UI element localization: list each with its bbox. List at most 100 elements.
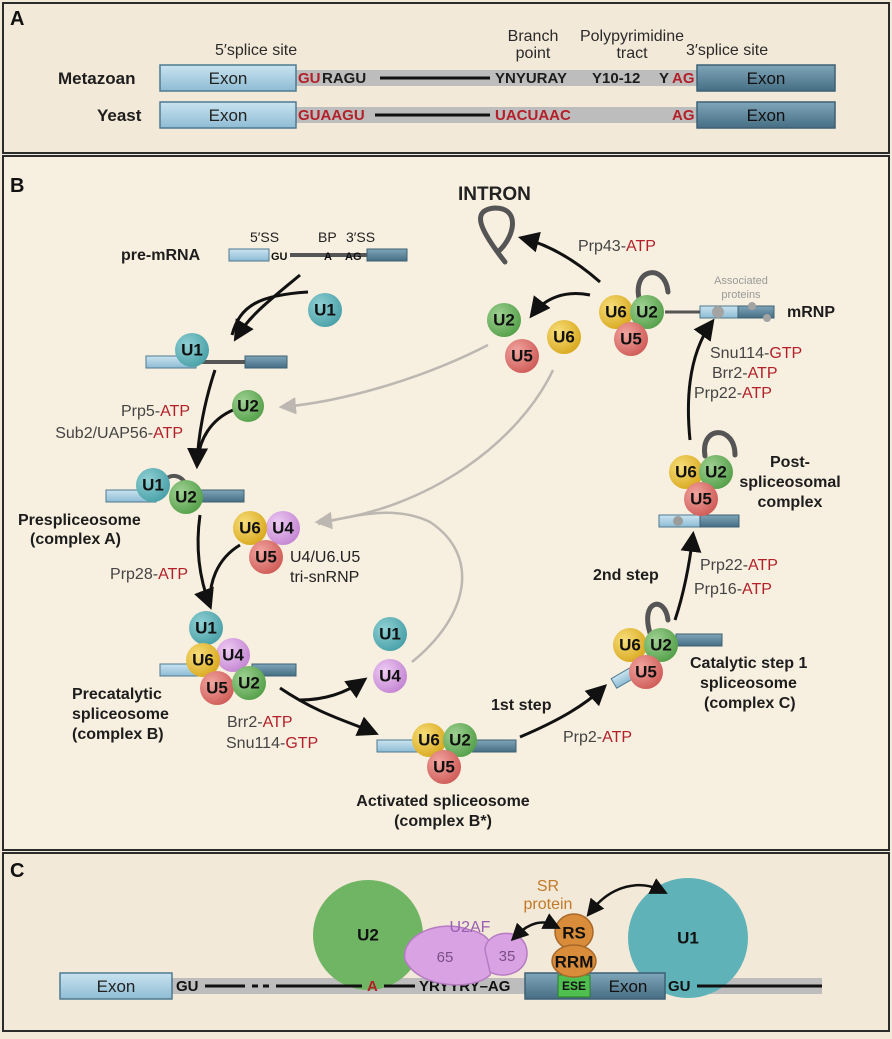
u1-snrnp <box>189 611 223 645</box>
panel-b-letter: B <box>10 175 24 197</box>
prp22-cofactor: ATP <box>742 385 772 402</box>
u2af: 65 35 <box>403 925 528 986</box>
u1-large-label: U1 <box>677 929 699 948</box>
gu-right-seq: GU <box>668 978 691 995</box>
exon-right-label: Exon <box>609 977 648 996</box>
brr2-name: Brr2- <box>227 714 263 731</box>
post-complex-title-2: spliceosomal <box>739 474 840 491</box>
branch-point-header-1: Branch <box>508 28 559 45</box>
first-step-label: 1st step <box>491 697 552 714</box>
u2-label: U2 <box>238 674 260 693</box>
cycle-arrow <box>299 677 368 702</box>
yeast-row: Yeast Exon Exon GUAAGU UACUAAC AG <box>97 101 836 129</box>
u5-snrnp <box>629 655 663 689</box>
u2af35-subunit <box>484 932 528 976</box>
rrm-domain <box>551 944 597 978</box>
second-step-label: 2nd step <box>593 567 659 584</box>
bp-seq: YNYURAY <box>495 70 567 87</box>
rrm-label: RRM <box>555 953 594 972</box>
associated-protein <box>763 314 771 322</box>
brr2-cofactor: ATP <box>263 714 293 731</box>
complex-b-title-2: spliceosome <box>72 706 169 723</box>
cycle-arrow <box>194 514 214 610</box>
u6-label: U6 <box>675 463 697 482</box>
ragu-seq: RAGU <box>322 70 366 87</box>
metazoan-row: Metazoan Exon Exon GU RAGU YNYURAY Y10-1… <box>58 64 836 92</box>
prp22-label: Prp22-ATP <box>700 557 778 574</box>
gu-seq: GU <box>298 70 321 87</box>
three-splice-site-header: 3′splice site <box>686 42 768 59</box>
interaction-arrow <box>510 913 561 942</box>
recycle-arrow <box>317 511 464 663</box>
branch-point-header-2: point <box>516 45 551 62</box>
prp5-cofactor: ATP <box>160 403 190 420</box>
mrnp <box>699 302 775 322</box>
metazoan-label: Metazoan <box>58 69 135 88</box>
u2-label: U2 <box>636 303 658 322</box>
u4-snrnp <box>373 659 407 693</box>
post-complex-title-3: complex <box>758 494 823 511</box>
snu114-cofactor: GTP <box>285 735 318 752</box>
polypyrimidine-header-1: Polypyrimidine <box>580 28 684 45</box>
u2-label: U2 <box>493 311 515 330</box>
u1-snrnp <box>373 617 407 651</box>
rs-label: RS <box>562 924 586 943</box>
u2-label: U2 <box>449 731 471 750</box>
prp16-cofactor: ATP <box>742 581 772 598</box>
u5-label: U5 <box>433 758 455 777</box>
y-seq: Y <box>659 70 669 87</box>
complex-b-star: U6 U2 U5 <box>376 723 517 784</box>
exon-5-box <box>159 64 297 92</box>
u5-snrnp <box>427 750 461 784</box>
u5-snrnp <box>684 482 718 516</box>
prp22-cofactor: ATP <box>748 557 778 574</box>
sr-protein-label-2: protein <box>524 896 573 913</box>
exon-5-box <box>228 248 270 262</box>
u4-label: U4 <box>379 667 401 686</box>
complex-b: U1 U4 U6 U5 U2 <box>159 611 297 705</box>
u1-label: U1 <box>142 476 164 495</box>
snu114-label: Snu114-GTP <box>226 735 318 752</box>
sr-protein: RS RRM <box>551 913 597 978</box>
u2-label: U2 <box>650 636 672 655</box>
u5-label: U5 <box>690 490 712 509</box>
u2-snrnp <box>443 723 477 757</box>
u5-snrnp <box>200 671 234 705</box>
ag-seq: AG <box>672 70 695 87</box>
pre-mrna-3ss: 3′SS <box>346 229 375 245</box>
a-seq: A <box>324 251 332 263</box>
prp22-label: Prp22-ATP <box>694 385 772 402</box>
polypyrimidine-header-2: tract <box>616 45 648 62</box>
gu-seq: GU <box>271 251 288 263</box>
cycle-arrow <box>686 318 715 441</box>
u2-snrnp <box>699 455 733 489</box>
u6-label: U6 <box>553 328 575 347</box>
ese-label: ESE <box>562 979 586 993</box>
u5-snrnp <box>614 322 648 356</box>
ag-seq: AG <box>345 251 362 263</box>
exon-3-box <box>696 101 836 129</box>
associated-protein <box>712 306 724 318</box>
cycle-arrow <box>279 686 379 736</box>
gu-left-seq: GU <box>176 978 199 995</box>
cycle-arrow <box>517 231 601 284</box>
exon-right-box <box>524 972 666 1000</box>
associated-proteins-label-2: proteins <box>721 289 761 301</box>
u2af-label: U2AF <box>450 919 491 936</box>
recycle-arrow <box>278 343 489 415</box>
exon-3-box <box>675 633 723 647</box>
prp5-name: Prp5- <box>121 403 160 420</box>
five-splice-site-header: 5′splice site <box>215 42 297 59</box>
complex-b-title-1: Precatalytic <box>72 686 162 703</box>
tri-snrnp: U4 U6 U5 <box>233 511 300 574</box>
u6-snrnp <box>613 628 647 662</box>
u2-snrnp <box>232 666 266 700</box>
u1-label: U1 <box>195 619 217 638</box>
a-seq: A <box>367 978 378 995</box>
u2-label: U2 <box>175 488 197 507</box>
u6-snrnp <box>186 643 220 677</box>
snu114-cofactor: GTP <box>769 345 802 362</box>
pre-mrna-bp: BP <box>318 229 337 245</box>
u6-label: U6 <box>239 519 261 538</box>
